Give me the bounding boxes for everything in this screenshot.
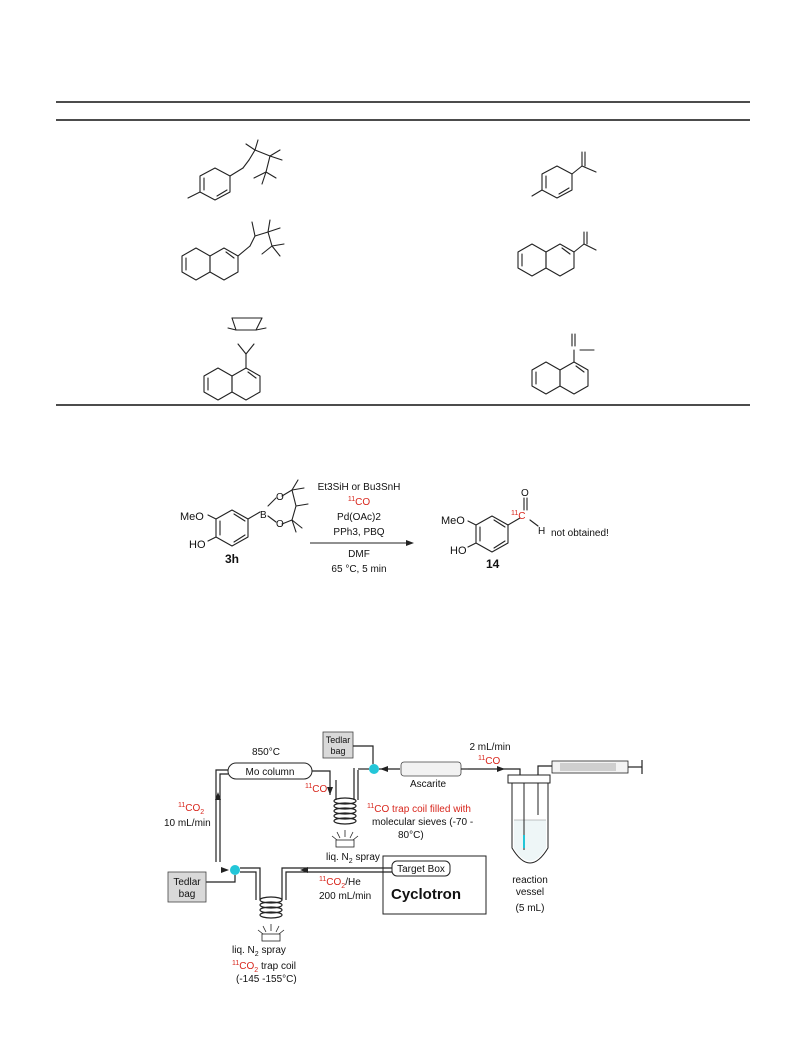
co-trap-description-3: 80°C) — [398, 830, 424, 841]
vessel-label-2: vessel — [516, 887, 544, 898]
arrow-co2-up — [215, 792, 221, 800]
reagent-silane-stannane: Et3SiH or Bu3SnH — [318, 482, 401, 493]
reaction-vessel — [511, 783, 549, 864]
reagent-11co: 11CO — [348, 496, 371, 508]
co-trap-description-2: molecular sieves (-70 - — [372, 817, 473, 828]
co2-trap-coil-label: 11CO2 trap coil — [232, 960, 296, 974]
structure-14 — [467, 497, 539, 553]
3h-oxygen-top: O — [276, 492, 284, 503]
co-trap-coil — [333, 768, 359, 825]
co2-flow-label: 11CO2 — [178, 802, 204, 816]
vessel-label-1: reaction — [512, 875, 548, 886]
tedlar-top-line2: bag — [330, 746, 345, 756]
ln2-spray-top-icon — [331, 830, 359, 848]
reaction-conditions: 65 °C, 5 min — [331, 564, 386, 575]
co-trap-description: 11CO trap coil filled with — [367, 803, 471, 815]
reagent-solvent: DMF — [348, 549, 370, 560]
reagent-ligand-oxidant: PPh3, PBQ — [333, 527, 384, 538]
pipe-cyclotron-out — [281, 867, 392, 900]
structure-row1-product — [531, 151, 597, 199]
target-box-label: Target Box — [397, 864, 445, 875]
pipe-co2-up — [215, 769, 228, 862]
vessel-cap — [507, 774, 551, 784]
compound-label-3h: 3h — [225, 552, 239, 566]
3h-boron-label: B — [260, 510, 267, 521]
ascarite-column — [400, 761, 462, 777]
co-coil-label: 11CO — [305, 783, 328, 795]
table — [56, 101, 750, 406]
tedlar-left-line1: Tedlar — [173, 877, 201, 888]
ln2-spray-top-label: liq. N2 spray — [326, 852, 380, 865]
mo-column-label: Mo column — [246, 767, 295, 778]
structure-row3-product — [531, 333, 595, 395]
14-hydrogen-label: H — [538, 526, 545, 537]
temperature-label: 850°C — [252, 747, 280, 758]
3h-methoxy-label: MeO — [180, 511, 204, 523]
valve-top — [369, 764, 379, 774]
3h-oxygen-bottom: O — [276, 519, 284, 530]
14-oxygen-label: O — [521, 488, 529, 499]
14-hydroxy-label: HO — [450, 545, 467, 557]
vessel-label-3: (5 mL) — [516, 903, 545, 914]
he-flow-rate: 200 mL/min — [319, 891, 371, 902]
valve-bottom — [230, 865, 240, 875]
3h-hydroxy-label: HO — [189, 539, 206, 551]
ln2-spray-bottom-label: liq. N2 spray — [232, 945, 286, 958]
he-flow-label: 11CO2/He — [319, 876, 361, 890]
tedlar-top-line1: Tedlar — [326, 735, 351, 745]
tedlar-bag-left — [167, 871, 207, 903]
structure-row2-substrate — [181, 219, 285, 281]
compound-label-14: 14 — [486, 557, 500, 571]
reaction-arrow-head — [406, 540, 414, 546]
structure-row2-product — [517, 231, 597, 277]
co2-trap-coil-temp: (-145 -155°C) — [236, 974, 297, 985]
co2-flow-rate: 10 mL/min — [164, 818, 211, 829]
14-labelled-carbon: 11C — [511, 510, 526, 522]
tedlar-left-line2: bag — [179, 889, 196, 900]
tedlar-bag-top — [322, 731, 354, 759]
flow-2ml-label: 2 mL/min — [469, 742, 510, 753]
reagent-catalyst: Pd(OAc)2 — [337, 512, 381, 523]
ln2-spray-bottom-icon — [257, 924, 285, 942]
cyclotron-label: Cyclotron — [391, 886, 461, 903]
structure-row1-substrate — [187, 139, 283, 201]
structure-3h — [207, 479, 309, 547]
apparatus-diagram: Mo column 850°C 11CO liq. N2 spray — [164, 731, 643, 985]
flow-co-label: 11CO — [478, 755, 501, 767]
not-obtained-note: not obtained! — [551, 528, 609, 539]
reaction-scheme: MeO HO B O O 3h Et3SiH or Bu3SnH 11CO Pd… — [180, 479, 609, 575]
co2-trap-coil — [240, 867, 283, 919]
ascarite-label: Ascarite — [410, 779, 447, 790]
14-methoxy-label: MeO — [441, 515, 465, 527]
structure-row3-substrate — [203, 317, 267, 401]
